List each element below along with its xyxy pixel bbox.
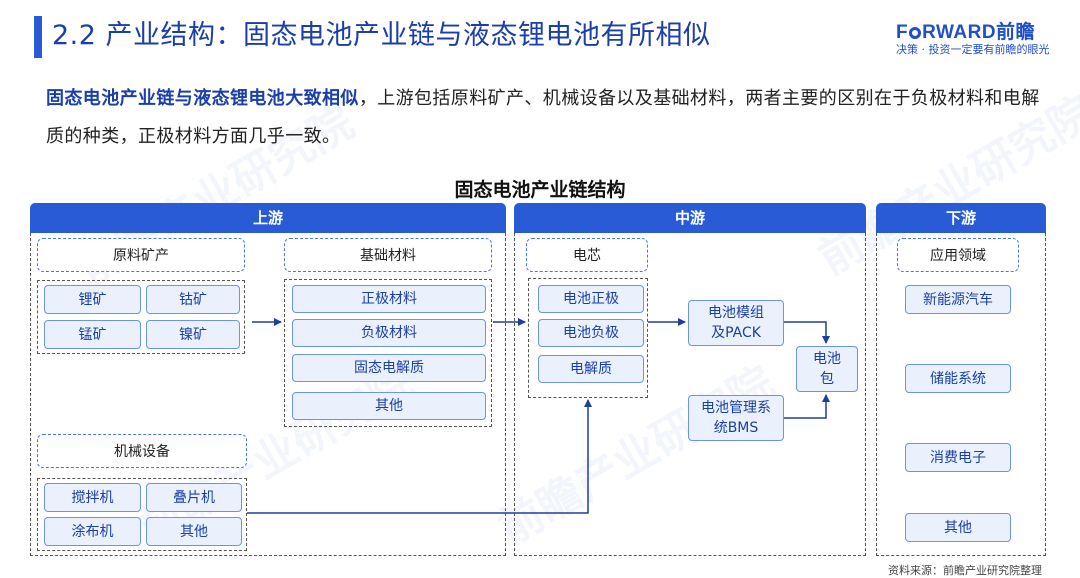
brand-logo: F RWARD前瞻 — [896, 17, 1035, 44]
arrow-bms-to-pack — [784, 394, 830, 419]
raw-minerals-label: 原料矿产 — [37, 238, 245, 272]
arrow-machinery-to-cell — [247, 399, 592, 514]
battery-pack: 电池包 — [796, 346, 858, 392]
logo-letters: RWARD — [922, 22, 997, 43]
logo-letter: F — [896, 22, 909, 43]
cell-cathode: 电池正极 — [538, 285, 644, 313]
diagram-title: 固态电池产业链结构 — [454, 179, 626, 201]
logo-chinese: 前瞻 — [996, 21, 1036, 43]
basic-materials-group — [284, 279, 492, 427]
machinery-group — [37, 478, 247, 551]
battery-management-system: 电池管理系统BMS — [688, 395, 784, 441]
battery-module-pack: 电池模组及PACK — [688, 300, 784, 346]
page-title: 2.2 产业结构：固态电池产业链与液态锂电池有所相似 — [52, 20, 711, 51]
machine-mixer: 搅拌机 — [44, 483, 141, 512]
app-consumer-electronics: 消费电子 — [905, 443, 1011, 472]
machine-other: 其他 — [146, 517, 242, 546]
description-highlight: 固态电池产业链与液态锂电池大致相似 — [46, 88, 359, 109]
raw-minerals-group — [37, 280, 245, 354]
cell-electrolyte: 电解质 — [538, 355, 644, 383]
machine-coater: 涂布机 — [44, 517, 141, 546]
arrow-module-to-pack — [784, 321, 830, 344]
cell-label: 电芯 — [526, 238, 648, 272]
downstream-header: 下游 — [876, 203, 1046, 233]
description-rest: ，上游包括原料矿产、机械设备以及基础材料，两者主要的区别在于负极材料和电解质的种… — [46, 88, 1040, 147]
logo-tagline: 决策 · 投资一定要有前瞻的眼光 — [896, 43, 1050, 56]
application-label: 应用领域 — [897, 238, 1019, 272]
mineral-cobalt: 钴矿 — [146, 285, 240, 314]
cell-group — [528, 278, 648, 398]
mineral-lithium: 锂矿 — [44, 285, 141, 314]
upstream-section — [30, 233, 506, 556]
app-new-energy-vehicles: 新能源汽车 — [905, 285, 1011, 314]
material-solid-electrolyte: 固态电解质 — [292, 354, 486, 382]
material-cathode: 正极材料 — [292, 285, 486, 313]
app-energy-storage: 储能系统 — [905, 364, 1011, 393]
midstream-section — [514, 233, 866, 556]
app-other: 其他 — [905, 513, 1011, 542]
mineral-manganese: 锰矿 — [44, 320, 141, 349]
source-note: 资料来源：前瞻产业研究院整理 — [888, 564, 1042, 577]
cell-anode: 电池负极 — [538, 319, 644, 347]
machinery-label: 机械设备 — [37, 434, 247, 468]
upstream-header: 上游 — [30, 203, 506, 233]
material-anode: 负极材料 — [292, 319, 486, 347]
downstream-section — [876, 233, 1046, 556]
midstream-header: 中游 — [514, 203, 866, 233]
description-text: 固态电池产业链与液态锂电池大致相似，上游包括原料矿产、机械设备以及基础材料，两者… — [46, 80, 1046, 156]
material-other: 其他 — [292, 392, 486, 420]
title-accent-bar — [34, 16, 42, 58]
basic-materials-label: 基础材料 — [284, 238, 492, 272]
machine-stacker: 叠片机 — [146, 483, 242, 512]
mineral-nickel: 镍矿 — [146, 320, 240, 349]
logo-ring-icon — [909, 27, 922, 39]
